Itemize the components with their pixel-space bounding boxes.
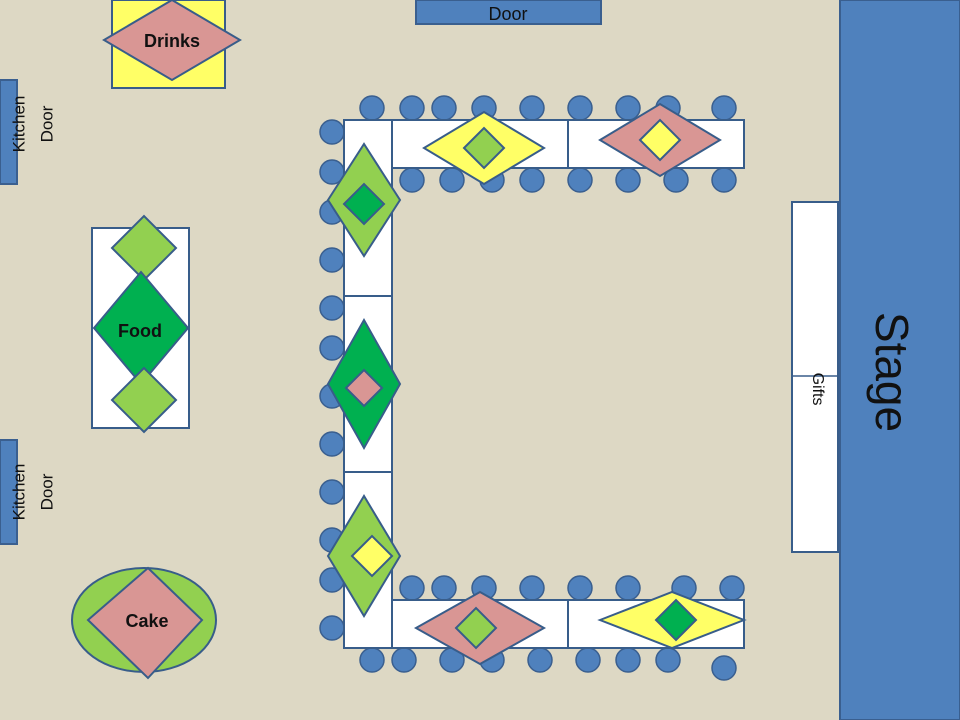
chair — [399, 95, 425, 121]
chair — [319, 295, 345, 321]
chair — [431, 95, 457, 121]
drinks-label: Drinks — [144, 31, 200, 51]
chair — [615, 575, 641, 601]
kitchen-door-top-label-line1: Kitchen — [9, 96, 28, 153]
door-label: Door — [488, 4, 527, 24]
chair — [519, 167, 545, 193]
u-shaped-tables — [319, 95, 747, 681]
chair — [319, 615, 345, 641]
centerpiece-bottom-2 — [597, 590, 747, 650]
cake-label: Cake — [125, 611, 168, 631]
centerpiece-bottom-1 — [413, 590, 547, 666]
centerpiece-left-2 — [326, 317, 402, 451]
chair — [519, 575, 545, 601]
kitchen-door-top: Kitchen Door — [0, 79, 56, 185]
chair — [615, 647, 641, 673]
chair — [615, 167, 641, 193]
chair — [567, 167, 593, 193]
chair — [319, 431, 345, 457]
kitchen-door-bottom-label-line2: Door — [37, 473, 56, 510]
chair — [391, 647, 417, 673]
food-label: Food — [118, 321, 162, 341]
chair — [519, 95, 545, 121]
chair — [655, 647, 681, 673]
chair — [719, 575, 745, 601]
chair — [711, 167, 737, 193]
centerpiece-left-3 — [326, 494, 402, 618]
centerpiece-left-1 — [326, 142, 402, 258]
drinks-station: Drinks — [102, 0, 242, 89]
cake-table: Cake — [71, 566, 217, 680]
chair — [319, 335, 345, 361]
kitchen-door-bottom: Kitchen Door — [0, 439, 56, 545]
centerpiece-top-2 — [598, 102, 722, 178]
food-station: Food — [91, 214, 190, 434]
centerpiece-top-1 — [422, 110, 546, 186]
chair — [567, 95, 593, 121]
gifts-label: Gifts — [809, 373, 826, 406]
chair — [567, 575, 593, 601]
gifts-table: Gifts — [791, 201, 839, 553]
chair — [319, 247, 345, 273]
chair — [711, 95, 737, 121]
chair — [399, 167, 425, 193]
chair — [359, 647, 385, 673]
chair — [575, 647, 601, 673]
main-door: Door — [415, 0, 602, 25]
kitchen-door-bottom-label-line1: Kitchen — [9, 464, 28, 521]
chair — [439, 167, 465, 193]
chair — [711, 655, 737, 681]
stage-label: Stage — [866, 312, 918, 432]
chair — [399, 575, 425, 601]
stage: Stage — [839, 0, 960, 720]
chair — [527, 647, 553, 673]
chair — [319, 119, 345, 145]
chair — [319, 479, 345, 505]
kitchen-door-top-label-line2: Door — [37, 105, 56, 142]
tables — [343, 119, 745, 649]
chair — [431, 575, 457, 601]
chair — [615, 95, 641, 121]
chair — [359, 95, 385, 121]
